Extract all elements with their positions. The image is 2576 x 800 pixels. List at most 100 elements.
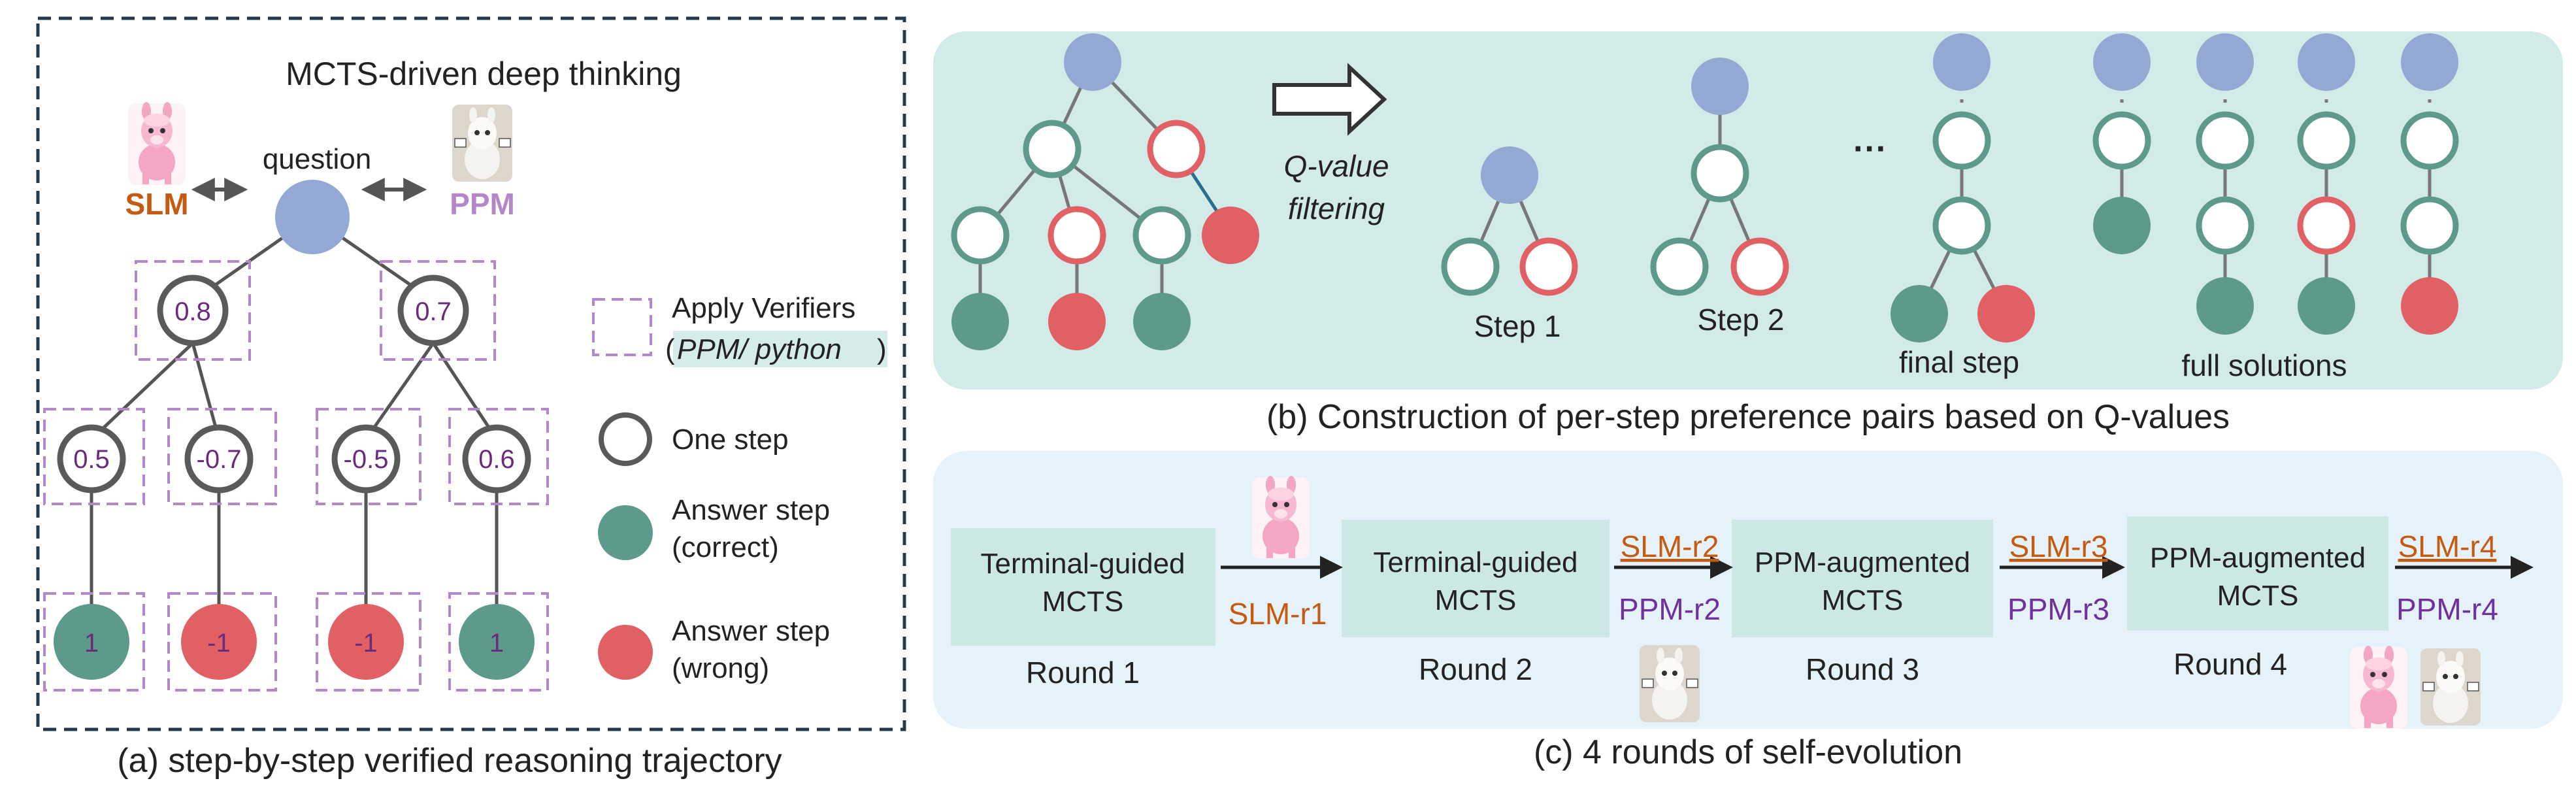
llama-ppm-icon	[2420, 648, 2481, 726]
verifier-box	[316, 408, 421, 505]
round-box-line2: MCTS	[2217, 580, 2299, 612]
verifier-box	[448, 408, 549, 505]
legend-correct-swatch	[598, 505, 653, 560]
round-label: Round 2	[1419, 652, 1532, 686]
question-node	[275, 180, 350, 254]
answer-node-correct	[459, 604, 535, 680]
round-box	[1342, 520, 1610, 637]
legend-correct-line2: (correct)	[672, 531, 779, 563]
search-tree	[951, 33, 1259, 350]
step-node	[462, 424, 531, 493]
verifier-box	[167, 408, 277, 505]
legend-wrong-swatch	[598, 625, 653, 680]
python-highlight	[673, 331, 887, 367]
full-solutions-label: full solutions	[2181, 348, 2347, 382]
full-solutions: full solutions	[2092, 33, 2459, 382]
filter-label-1: Q-value	[1283, 149, 1389, 183]
slm-r2-label: SLM-r2	[1621, 529, 1719, 563]
filter-label-2: filtering	[1288, 192, 1385, 225]
verifier-box	[43, 592, 145, 692]
round-box	[1732, 520, 1993, 637]
llama-slm-icon	[2350, 646, 2407, 729]
step1-pair: Step 1	[1441, 146, 1578, 343]
slm-r4-label: SLM-r4	[2398, 529, 2497, 563]
step-node	[331, 424, 401, 493]
legend-verifiers-sub: PPM/ python	[677, 333, 842, 365]
legend-verifier-swatch	[592, 298, 652, 356]
round-box	[2127, 516, 2388, 631]
llama-slm-icon	[1252, 476, 1310, 559]
panel-c-caption: (c) 4 rounds of self-evolution	[1534, 733, 1962, 771]
llama-slm-icon	[128, 102, 186, 185]
leaf-value: -1	[207, 629, 231, 658]
legend-verifiers-label: Apply Verifiers	[672, 292, 855, 324]
step2-pair: Step 2	[1650, 58, 1789, 337]
verifier-box	[43, 408, 145, 505]
panel-b-background	[933, 31, 2563, 390]
round-box-line1: Terminal-guided	[980, 548, 1185, 580]
round-label: Round 4	[2173, 647, 2287, 681]
step-value: 0.8	[174, 297, 211, 326]
step-value: -0.5	[344, 445, 389, 474]
slm-r3-label: SLM-r3	[2009, 529, 2108, 563]
verifier-box	[380, 260, 496, 361]
leaf-value: 1	[84, 629, 99, 658]
slm-label: SLM	[125, 187, 188, 221]
legend-wrong-line1: Answer step	[672, 615, 830, 647]
ppm-r4-label: PPM-r4	[2396, 592, 2498, 626]
ppm-r2-label: PPM-r2	[1619, 592, 1721, 626]
step-value: -0.7	[197, 445, 242, 474]
ellipsis: ···	[1853, 130, 1887, 168]
leaf-value: -1	[354, 629, 378, 658]
leaf-value: 1	[489, 629, 504, 658]
panel-a-title: MCTS-driven deep thinking	[286, 56, 682, 92]
round-label: Round 1	[1026, 656, 1140, 690]
answer-node-correct	[54, 604, 129, 680]
step2-label: Step 2	[1698, 303, 1785, 337]
round-box	[951, 528, 1215, 646]
step1-label: Step 1	[1474, 309, 1561, 343]
verifier-box	[135, 260, 251, 361]
step-value: 0.5	[73, 445, 110, 474]
step-node	[57, 424, 126, 493]
filter-arrow-icon	[1272, 63, 1387, 136]
verifier-box	[316, 592, 421, 692]
panel-c: Terminal-guided MCTS Round 1 Terminal-gu…	[933, 451, 2563, 771]
round-box-line2: MCTS	[1435, 584, 1517, 616]
step-node	[157, 275, 229, 346]
step-node	[184, 424, 254, 493]
answer-node-wrong	[181, 604, 257, 680]
llama-ppm-icon	[1639, 644, 1700, 723]
round-box-line1: PPM-augmented	[1755, 546, 1970, 578]
ppm-r3-label: PPM-r3	[2007, 592, 2109, 626]
round-box-line2: MCTS	[1042, 586, 1124, 618]
round-box-line1: PPM-augmented	[2150, 542, 2366, 574]
verifier-box	[448, 592, 549, 692]
round-label: Round 3	[1806, 652, 1919, 686]
round-box-line1: Terminal-guided	[1373, 546, 1577, 578]
legend-one-step-label: One step	[672, 424, 789, 456]
legend-correct-line1: Answer step	[672, 494, 830, 526]
legend-a: Apply Verifiers ( PPM/ python ) One step…	[592, 292, 887, 684]
step-value: 0.6	[478, 445, 515, 474]
final-step-pair: final step	[1891, 33, 2035, 379]
answer-node-wrong	[328, 604, 404, 680]
slm-r1-label: SLM-r1	[1229, 597, 1327, 631]
panel-a-caption: (a) step-by-step verified reasoning traj…	[117, 742, 782, 780]
question-label: question	[263, 143, 371, 175]
final-step-label: final step	[1899, 345, 2019, 379]
llama-ppm-icon	[452, 104, 513, 182]
panel-a: MCTS-driven deep thinking SLM PPM questi…	[36, 16, 906, 780]
legend-verifiers-close: )	[877, 333, 887, 365]
panel-b-caption: (b) Construction of per-step preference …	[1266, 398, 2230, 436]
verifier-box	[167, 592, 277, 692]
panel-a-border	[36, 16, 906, 731]
legend-verifiers-open: (	[665, 333, 675, 365]
legend-wrong-line2: (wrong)	[672, 652, 769, 684]
step-node	[397, 275, 469, 346]
legend-step-swatch	[599, 412, 652, 466]
round-box-line2: MCTS	[1822, 584, 1904, 616]
ppm-label: PPM	[450, 187, 515, 221]
panel-b: Q-value filtering Step 1 Step 2 ···	[933, 31, 2563, 436]
